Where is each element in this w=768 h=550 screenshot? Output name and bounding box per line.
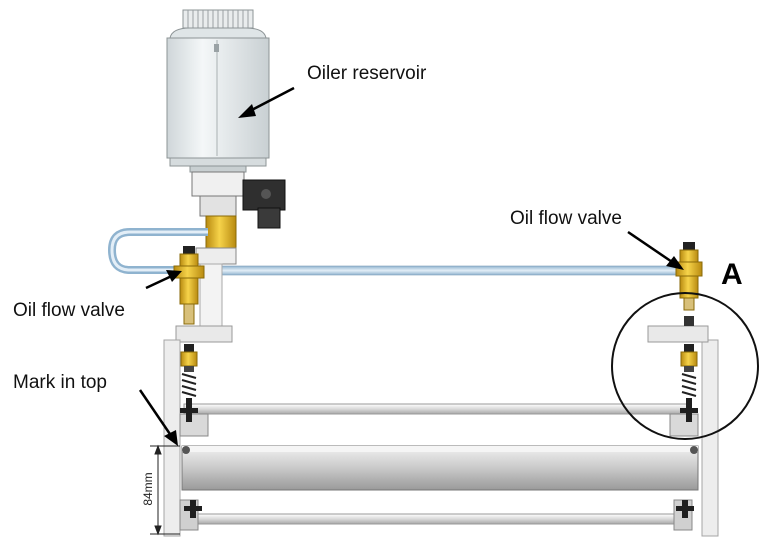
dimension-84mm [150, 444, 180, 536]
pump-block [191, 171, 286, 265]
arrow-mark-in-top [138, 389, 178, 446]
label-mark-in-top: Mark in top [13, 372, 107, 393]
detail-a-circle [611, 292, 759, 440]
oiler-reservoir [166, 9, 270, 173]
arrow-oiler-reservoir [238, 86, 295, 118]
left-oil-flow-valve [173, 246, 205, 325]
machine-frame [163, 339, 719, 537]
arrow-oil-flow-valve-right [627, 230, 684, 270]
label-oiler-reservoir: Oiler reservoir [307, 63, 427, 84]
label-dimension-84mm: 84mm [141, 472, 155, 506]
right-spring-assembly [647, 316, 709, 422]
left-column [175, 263, 233, 343]
label-detail-a: A [721, 258, 743, 291]
left-spring-assembly [180, 344, 198, 422]
arrow-oil-flow-valve-left [145, 270, 182, 290]
label-oil-flow-valve-left: Oil flow valve [13, 300, 125, 321]
right-oil-flow-valve [675, 242, 703, 311]
label-oil-flow-valve-right: Oil flow valve [510, 208, 622, 229]
